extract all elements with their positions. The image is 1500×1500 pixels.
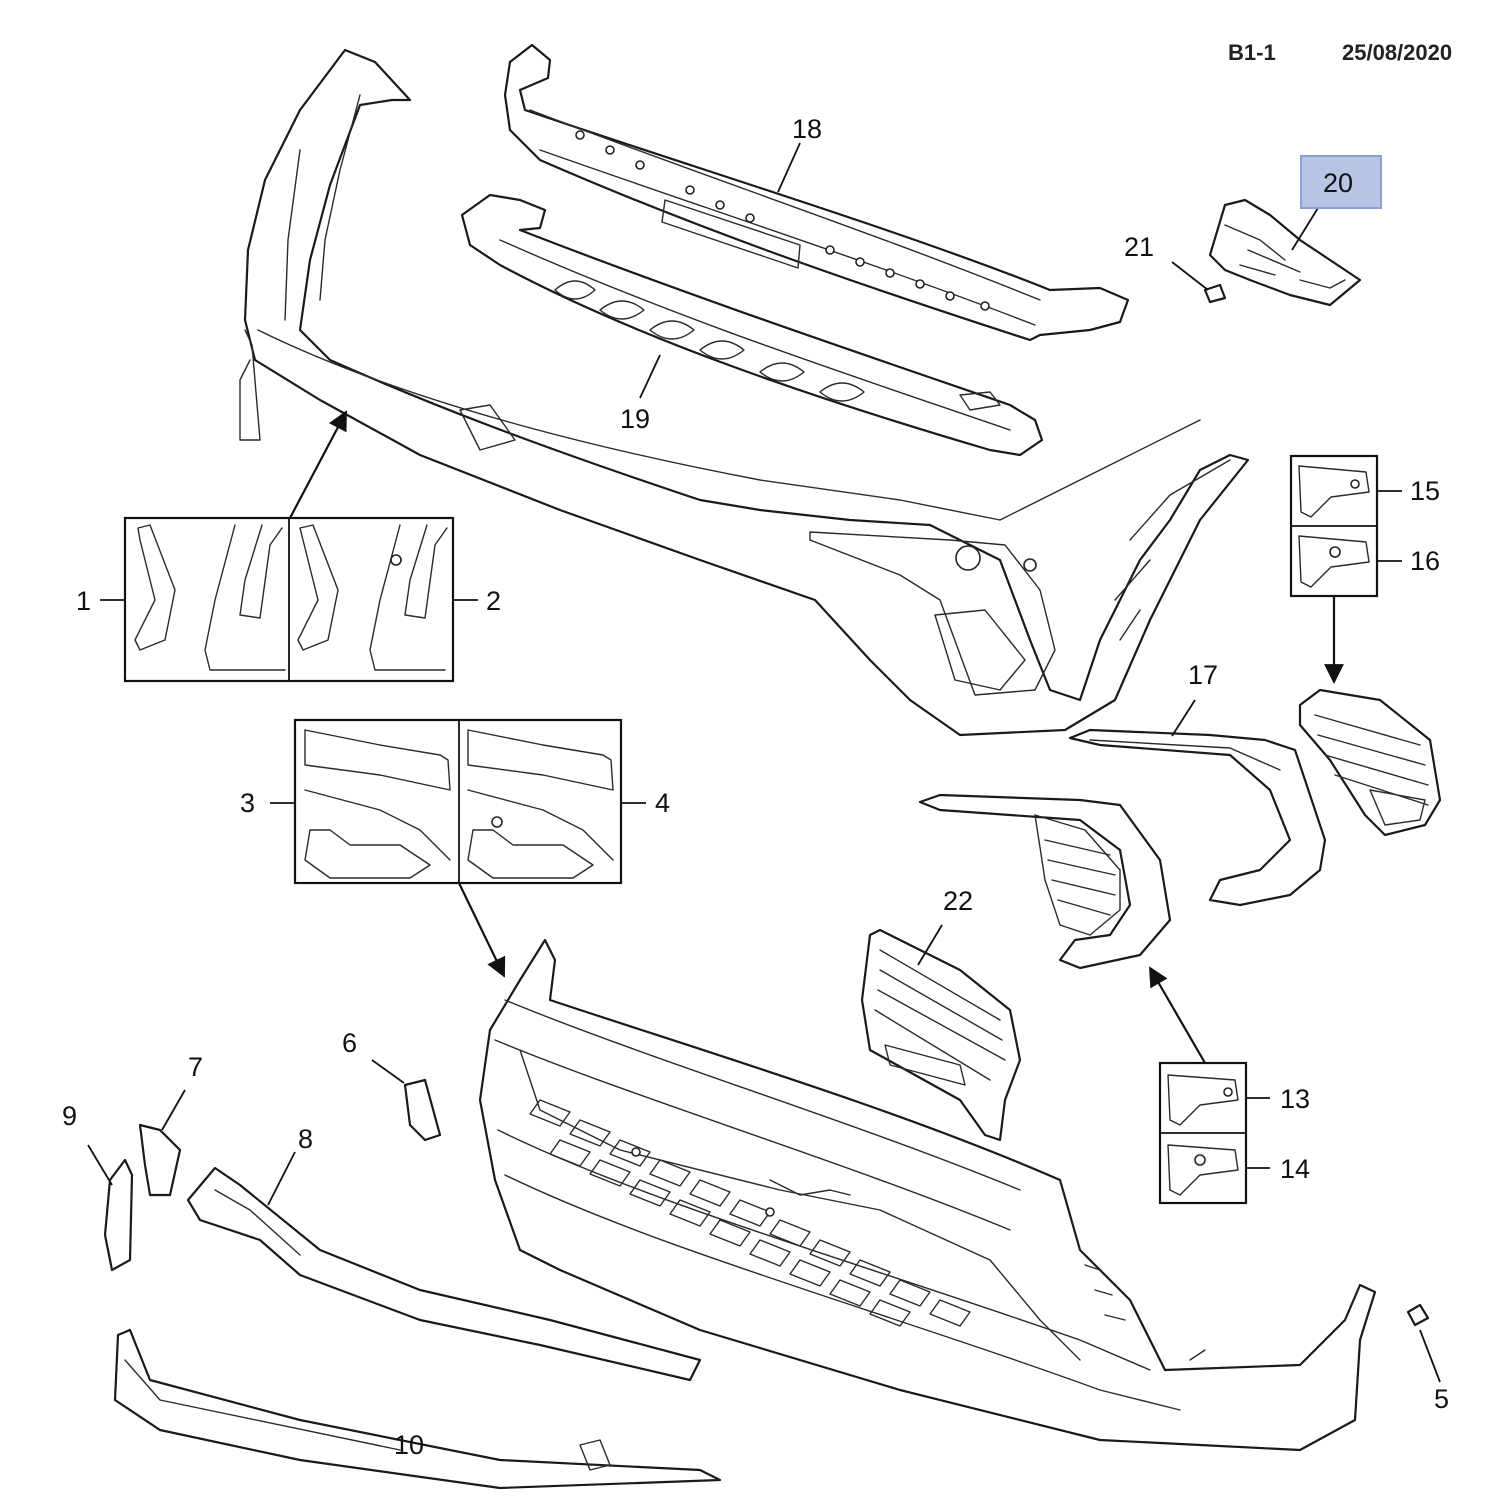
- date-label: 25/08/2020: [1342, 40, 1452, 65]
- right-side-grille: [1298, 688, 1442, 837]
- part-20-highlight-box: [1300, 155, 1382, 209]
- callout-2: 2: [486, 586, 501, 616]
- part-10-lower-trim: [113, 1328, 722, 1490]
- part-17-bezel-trim: [918, 699, 1327, 970]
- callout-3: 3: [240, 788, 255, 818]
- detail-box-13-14: [1158, 1061, 1270, 1205]
- callout-14: 14: [1280, 1154, 1310, 1184]
- part-20-bracket: [1208, 198, 1362, 307]
- part-19-absorber: [460, 193, 1044, 457]
- callout-19: 19: [620, 404, 650, 434]
- callout-16: 16: [1410, 546, 1440, 576]
- callout-22: 22: [943, 886, 973, 916]
- callout-9: 9: [62, 1101, 77, 1131]
- grille-mesh: [529, 1099, 971, 1327]
- callout-5: 5: [1434, 1384, 1449, 1414]
- detail-box-1-2: [100, 516, 478, 683]
- callout-1: 1: [76, 586, 91, 616]
- callout-10: 10: [394, 1430, 424, 1460]
- callout-15: 15: [1410, 476, 1440, 506]
- callout-13: 13: [1280, 1084, 1310, 1114]
- bumper-fascia-upper: [239, 48, 1250, 737]
- detail-box-3-4: [270, 718, 646, 885]
- callout-21: 21: [1124, 232, 1154, 262]
- part-22-fog-grille: [860, 924, 1022, 1142]
- callout-18: 18: [792, 114, 822, 144]
- part-5-clip: [1406, 1303, 1441, 1383]
- part-18-holes: [575, 130, 990, 311]
- callout-7: 7: [188, 1052, 203, 1082]
- callout-6: 6: [342, 1028, 357, 1058]
- callout-20: 20: [1323, 168, 1353, 198]
- part-7-bracket: [138, 1089, 186, 1197]
- callout-8: 8: [298, 1124, 313, 1154]
- sheet-code: B1-1: [1228, 40, 1276, 65]
- detail-box-15-16: [1289, 454, 1402, 598]
- part-6-cover: [371, 1059, 442, 1142]
- part-8-skid-plate: [186, 1151, 702, 1382]
- lower-bumper-assembly: [478, 938, 1377, 1452]
- callout-17: 17: [1188, 660, 1218, 690]
- callout-4: 4: [655, 788, 670, 818]
- part-21-fastener: [1171, 261, 1227, 304]
- part-9-trim: [87, 1144, 134, 1272]
- part-18-upper-reinforcement: [503, 43, 1130, 342]
